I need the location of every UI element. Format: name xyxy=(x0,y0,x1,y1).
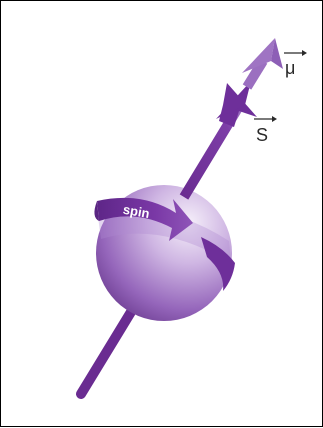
s-label: S xyxy=(256,125,268,145)
mu-label: μ xyxy=(285,58,295,78)
s-vector-arrow-icon xyxy=(272,116,277,122)
mu-vector-arrow-icon xyxy=(302,50,307,56)
